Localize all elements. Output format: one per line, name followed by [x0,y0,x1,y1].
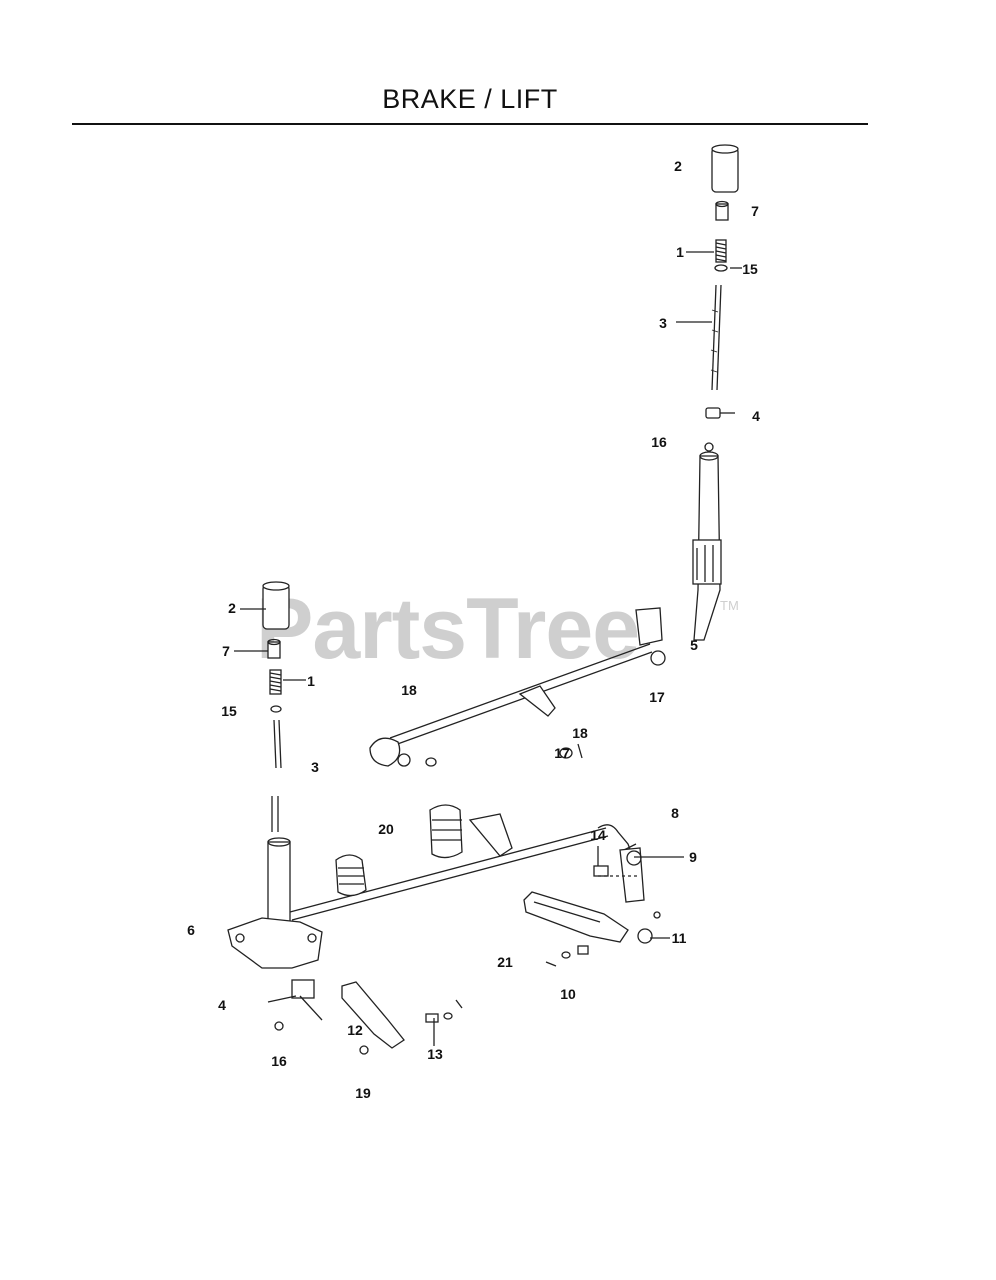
left-washer-15 [270,705,282,713]
callout-12: 12 [347,1022,363,1038]
lower-arm-12 [341,981,405,1049]
callout-4: 4 [752,408,760,424]
callout-16: 16 [271,1053,287,1069]
callout-6: 6 [187,922,195,938]
callout-9: 9 [689,849,697,865]
callout-19: 19 [355,1085,371,1101]
left-rod-3 [271,719,282,832]
small-nut-11b [653,911,661,919]
callout-2: 2 [674,158,682,174]
callout-14: 14 [590,827,606,843]
callout-20: 20 [378,821,394,837]
callout-4: 4 [218,997,226,1013]
lower-link-21 [523,891,629,943]
top-pin-4 [705,407,735,419]
callout-10: 10 [560,986,576,1002]
callout-7: 7 [751,203,759,219]
left-lever-6 [227,837,323,969]
left-spring-1 [269,669,282,695]
bolt-10 [545,945,589,967]
callout-3: 3 [311,759,319,775]
callout-21: 21 [497,954,513,970]
callout-8: 8 [671,805,679,821]
mid-clip-18 [577,743,583,759]
callout-5: 5 [690,637,698,653]
top-nut-16 [704,442,714,452]
callout-18: 18 [401,682,417,698]
callout-7: 7 [222,643,230,659]
top-washer-15 [714,264,728,272]
top-bushing-7 [715,200,729,221]
bolt-14 [593,865,640,877]
mid-nut-17 [559,747,573,759]
watermark-trademark: TM [720,598,739,613]
pedal-arm-5 [692,451,722,641]
lower-nut-16 [274,1021,284,1031]
nut-19 [359,1045,369,1055]
nut-11 [637,928,653,944]
callout-16: 16 [651,434,667,450]
callout-3: 3 [659,315,667,331]
callout-15: 15 [221,703,237,719]
callout-2: 2 [228,600,236,616]
left-knob-2 [262,581,290,630]
spacer-13 [425,999,463,1023]
top-spring-1 [715,239,727,263]
watermark-text: PartsTree [256,581,640,677]
top-rod-3 [710,284,722,391]
top-knob-2 [711,144,739,193]
callout-17: 17 [554,745,570,761]
callout-11: 11 [671,930,687,946]
bellcrank-9 [619,847,645,903]
callout-15: 15 [742,261,758,277]
page-title: BRAKE / LIFT [382,84,558,114]
callout-17: 17 [649,689,665,705]
callout-18: 18 [572,725,588,741]
left-bushing-7 [267,638,281,659]
long-shaft-20 [289,804,609,921]
callout-1: 1 [307,673,315,689]
lower-pin-4 [267,979,323,1021]
callout-13: 13 [427,1046,443,1062]
callout-1: 1 [676,244,684,260]
upper-cross-shaft [369,607,666,767]
title-rule [72,123,868,125]
